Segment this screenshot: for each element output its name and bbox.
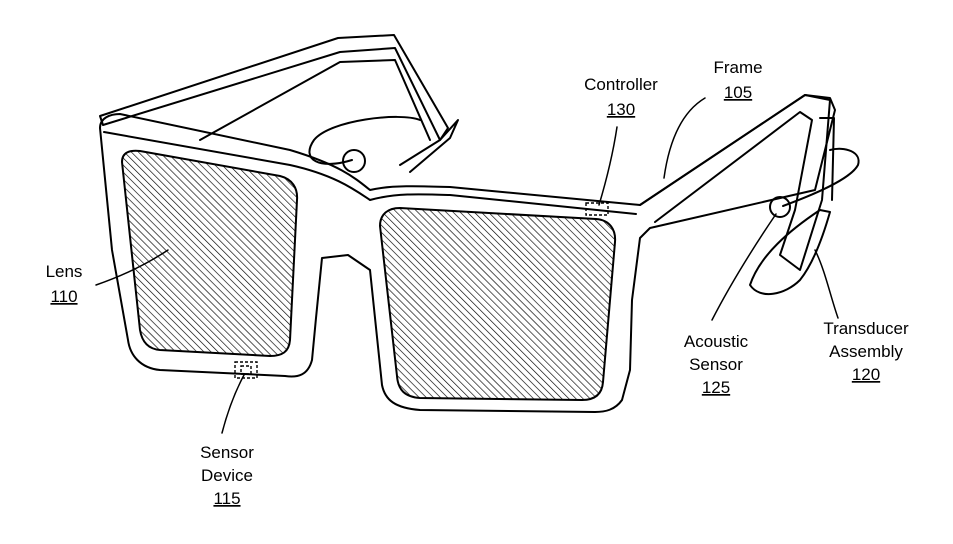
frame-ref: 105 (724, 83, 752, 102)
right-transducer-loop (769, 147, 860, 218)
lens-ref: 110 (50, 287, 77, 306)
left-transducer-loop (308, 115, 421, 173)
acoustic-sensor-line1: Acoustic (684, 332, 749, 351)
transducer-leader (814, 249, 839, 319)
controller-leader (598, 126, 618, 206)
frame-front (99, 94, 836, 413)
sensor-device-marker (234, 361, 258, 379)
lens-label: Lens 110 (46, 262, 83, 306)
controller-name: Controller (584, 75, 658, 94)
sensor-device-leader (221, 374, 245, 434)
frame-label: Frame 105 (713, 58, 762, 102)
sensor-device-ref: 115 (213, 489, 240, 508)
left-lens (120, 149, 299, 358)
sensor-device-line1: Sensor (200, 443, 254, 462)
controller-ref: 130 (607, 100, 635, 119)
transducer-assembly-line1: Transducer (823, 319, 909, 338)
transducer-assembly-label: Transducer Assembly 120 (823, 319, 909, 384)
controller-label: Controller 130 (584, 75, 658, 119)
lens-leader (95, 249, 169, 286)
acoustic-sensor-label: Acoustic Sensor 125 (684, 332, 749, 397)
right-lens (378, 206, 617, 402)
controller-marker (585, 202, 609, 216)
sensor-device-label: Sensor Device 115 (200, 443, 254, 508)
acoustic-sensor-ref: 125 (702, 378, 730, 397)
right-temple-arm (639, 94, 835, 296)
transducer-assembly-ref: 120 (852, 365, 880, 384)
left-temple-arm (99, 34, 459, 173)
frame-name: Frame (713, 58, 762, 77)
acoustic-sensor-line2: Sensor (689, 355, 743, 374)
lens-name: Lens (46, 262, 83, 281)
transducer-assembly-line2: Assembly (829, 342, 903, 361)
acoustic-sensor-leader (711, 213, 777, 321)
frame-leader (663, 97, 706, 179)
sensor-device-line2: Device (201, 466, 253, 485)
